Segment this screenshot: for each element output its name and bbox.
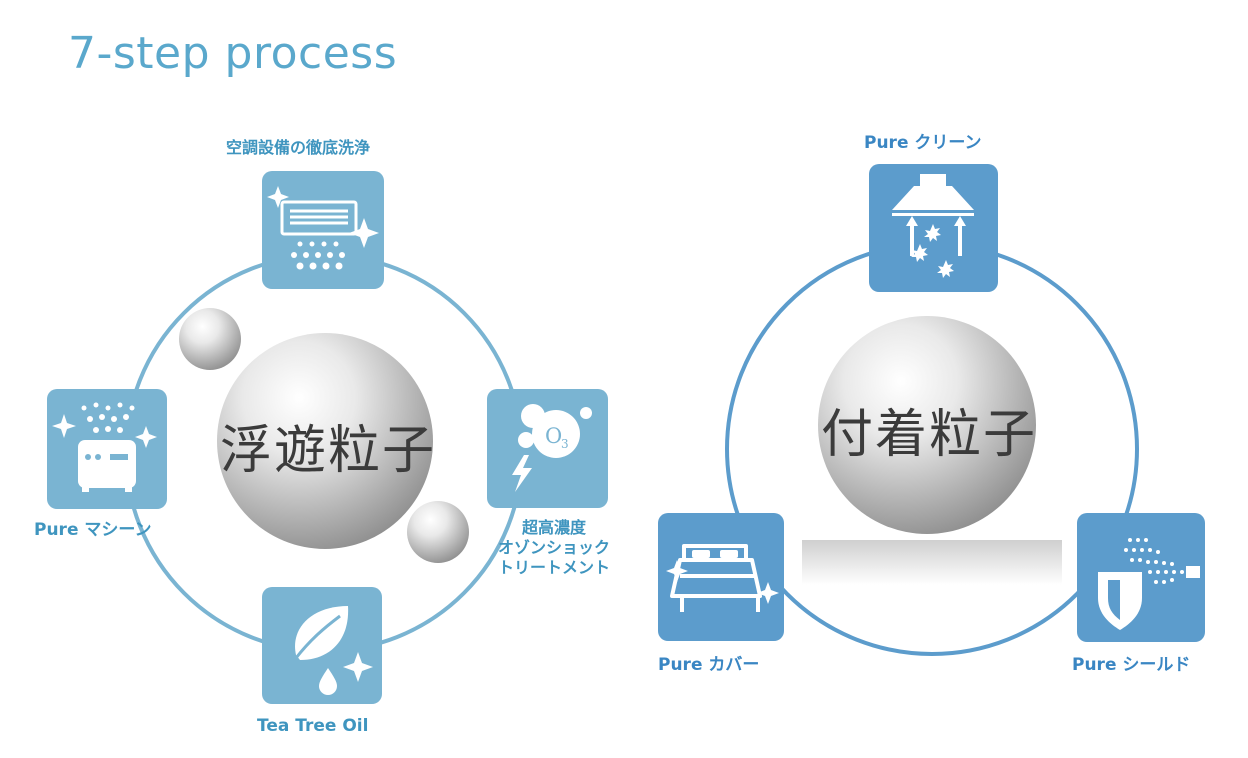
- page-title: 7-step process: [68, 28, 398, 79]
- surface-shelf: [802, 540, 1062, 585]
- left-center-sphere: [217, 333, 433, 549]
- ozone-treatment-label: 超高濃度 オゾンショック トリートメント: [498, 518, 611, 577]
- aircon-clean-icon: [262, 171, 384, 289]
- leaf-drop-icon: [262, 587, 382, 704]
- svg-text:O: O: [545, 424, 562, 448]
- spray-shield-icon: [1077, 513, 1205, 642]
- purifier-machine-icon: [47, 389, 167, 509]
- svg-text:3: 3: [561, 437, 569, 451]
- floating-particles-label: 浮遊粒子: [220, 421, 437, 481]
- tea-tree-oil-label: Tea Tree Oil: [257, 716, 369, 736]
- ozone-icon: O 3: [487, 389, 608, 508]
- small-particle-sphere: [407, 501, 469, 563]
- attached-particles-label: 付着粒子: [821, 405, 1038, 465]
- pure-clean-label: Pure クリーン: [864, 133, 982, 153]
- right-center-sphere: [818, 316, 1036, 534]
- bed-cover-icon: [658, 513, 784, 641]
- hood-clean-icon: [869, 164, 998, 292]
- pure-machine-label: Pure マシーン: [34, 520, 152, 540]
- pure-shield-label: Pure シールド: [1072, 655, 1191, 675]
- aircon-clean-label: 空調設備の徹底洗浄: [226, 138, 371, 157]
- small-particle-sphere: [179, 308, 241, 370]
- pure-cover-label: Pure カバー: [658, 655, 760, 675]
